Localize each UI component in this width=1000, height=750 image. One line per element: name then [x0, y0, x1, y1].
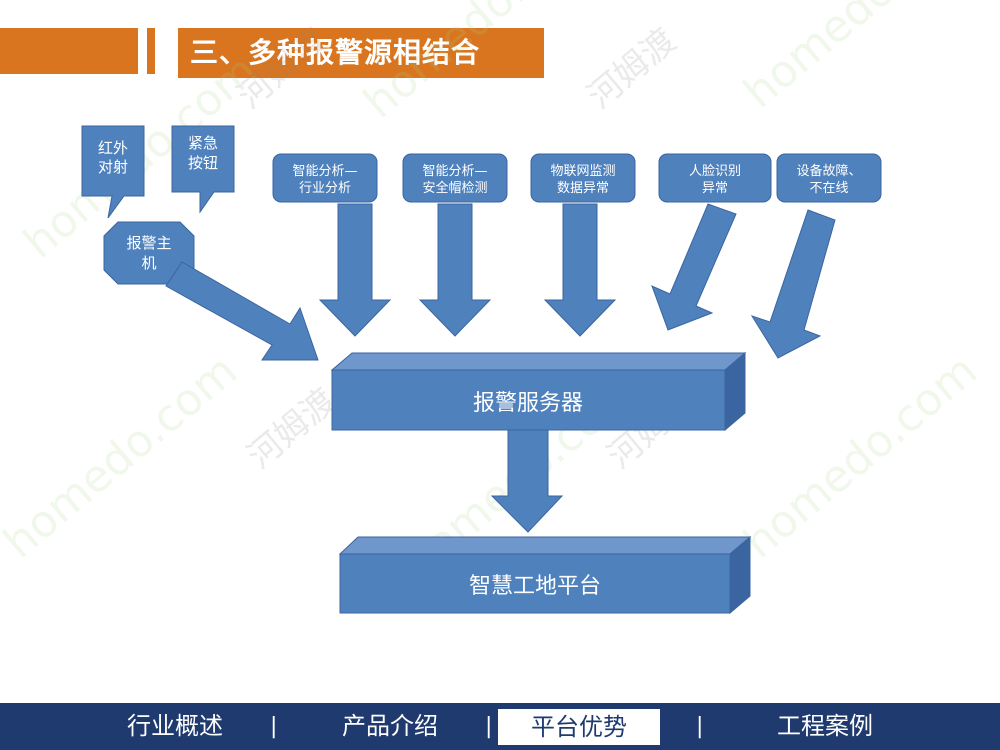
header-divider	[147, 28, 155, 74]
source-node-ai-industry: 智能分析— 行业分析	[272, 153, 378, 203]
alarm-host-label: 机	[141, 254, 156, 272]
source-label: 异常	[702, 181, 728, 196]
source-label: 安全帽检测	[422, 180, 487, 196]
nav-item-cases[interactable]: 工程案例	[777, 712, 873, 740]
watermark-text: homedo.com	[734, 0, 986, 118]
platform-label: 智慧工地平台	[469, 574, 601, 599]
watermark-text: homedo.com	[734, 345, 986, 568]
page-title: 三、多种报警源相结合	[178, 28, 544, 78]
watermark-text: homedo.com	[0, 345, 247, 568]
server-node: 报警服务器	[330, 351, 747, 432]
source-node-device: 设备故障、 不在线	[776, 153, 882, 203]
arrow-device	[750, 209, 836, 359]
nav-item-products[interactable]: 产品介绍	[342, 712, 438, 740]
arrow-iot	[543, 203, 617, 337]
callout-label: 对射	[98, 158, 128, 176]
callout-emergency-button: 紧急 按钮	[171, 125, 235, 214]
arrow-alarm-host	[165, 261, 319, 361]
arrow-face	[651, 203, 737, 331]
arrow-ai-helmet	[418, 203, 492, 337]
nav-item-platform-advantages[interactable]: 平台优势	[498, 709, 660, 745]
source-label: 智能分析—	[292, 164, 357, 179]
callout-label: 红外	[98, 139, 128, 157]
nav-separator: |	[270, 714, 278, 739]
alarm-host-label: 报警主	[126, 234, 171, 252]
source-label: 人脸识别	[689, 164, 741, 179]
watermark-text: homedo.com	[354, 0, 606, 128]
source-label: 不在线	[809, 181, 848, 196]
arrow-server-to-platform	[490, 429, 564, 533]
callout-infrared: 红外 对射	[81, 125, 145, 219]
source-label: 设备故障、	[796, 163, 861, 179]
alarm-flow-diagram: homedo.com homedo.com homedo.com homedo.…	[0, 0, 987, 615]
footer-nav: 行业概述 | 产品介绍 | 平台优势 | 工程案例	[0, 703, 1000, 750]
source-label: 数据异常	[557, 181, 609, 196]
source-node-ai-helmet: 智能分析— 安全帽检测	[402, 153, 508, 203]
arrow-ai-industry	[318, 203, 392, 337]
server-label: 报警服务器	[473, 391, 583, 416]
header-accent-bar	[0, 28, 138, 74]
source-node-face: 人脸识别 异常	[658, 153, 772, 203]
callout-label: 按钮	[188, 154, 218, 172]
watermark-cn: 河姆渡	[240, 381, 344, 477]
source-node-iot: 物联网监测 数据异常	[530, 153, 636, 203]
platform-node: 智慧工地平台	[338, 535, 752, 615]
source-label: 行业分析	[299, 181, 351, 196]
watermark-layer: homedo.com homedo.com homedo.com homedo.…	[0, 0, 987, 588]
callout-label: 紧急	[188, 134, 218, 152]
source-label: 智能分析—	[422, 164, 487, 179]
nav-separator: |	[696, 714, 704, 739]
nav-separator: |	[485, 714, 493, 739]
source-label: 物联网监测	[550, 164, 615, 179]
watermark-cn: 河姆渡	[580, 21, 684, 117]
nav-item-overview[interactable]: 行业概述	[127, 712, 223, 740]
